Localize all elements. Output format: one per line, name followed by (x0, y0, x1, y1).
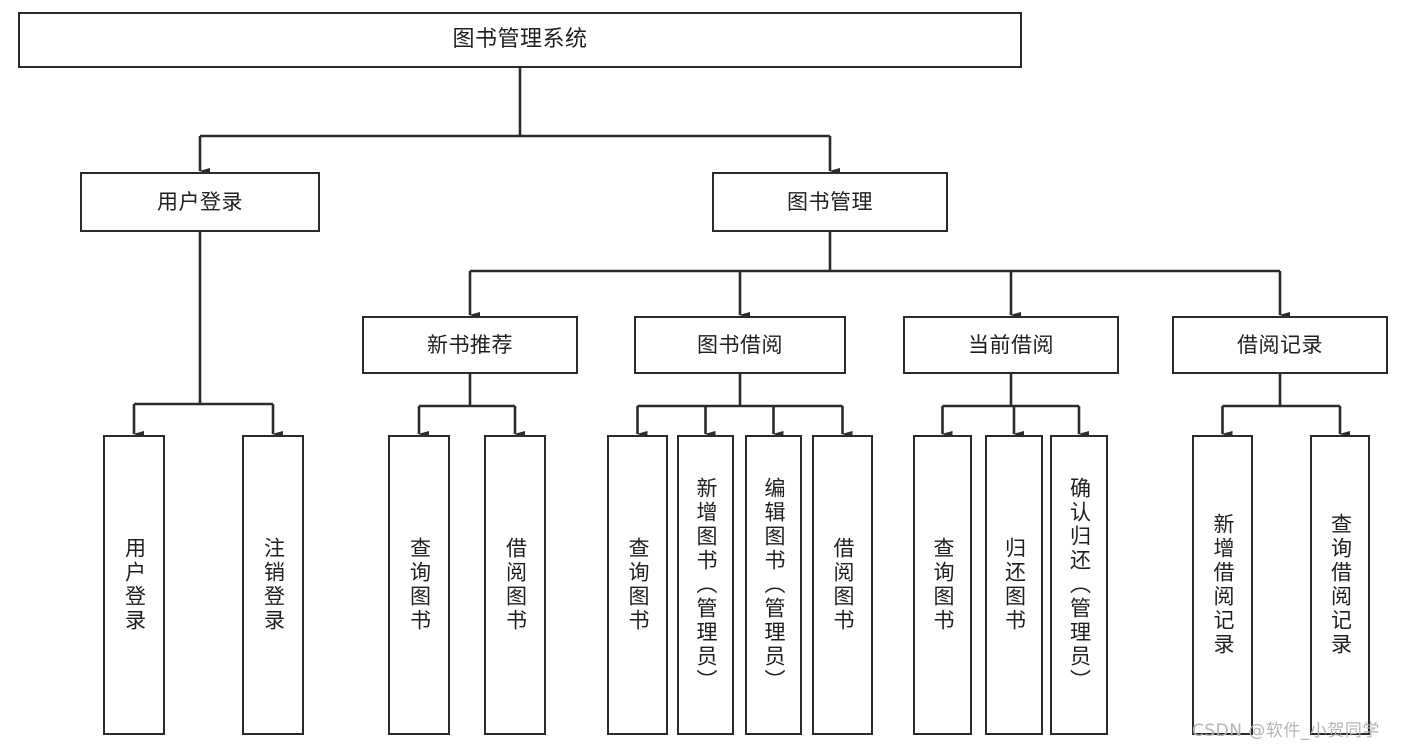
node-label: 新增借阅记录 (1211, 513, 1235, 657)
node-label: 当前借阅 (968, 332, 1054, 357)
node-leaf-query-book-1[interactable]: 查询图书 (388, 435, 450, 735)
node-label: 借阅图书 (503, 537, 528, 633)
node-label: 新增图书（管理员） (694, 477, 718, 693)
node-leaf-add-record[interactable]: 新增借阅记录 (1192, 435, 1253, 735)
watermark-text: CSDN @软件_小贺同学 (1192, 721, 1380, 741)
node-leaf-confirm-return[interactable]: 确认归还（管理员） (1050, 435, 1108, 735)
node-label: 编辑图书（管理员） (762, 477, 786, 693)
node-label: 注销登录 (261, 537, 286, 633)
node-leaf-borrow-book-2[interactable]: 借阅图书 (812, 435, 873, 735)
node-new-book-recommend[interactable]: 新书推荐 (362, 316, 578, 374)
node-leaf-return-book[interactable]: 归还图书 (985, 435, 1043, 735)
node-label: 图书借阅 (697, 332, 783, 357)
node-label: 查询图书 (626, 537, 650, 633)
node-leaf-borrow-book-1[interactable]: 借阅图书 (484, 435, 546, 735)
node-borrow-record[interactable]: 借阅记录 (1172, 316, 1388, 374)
node-leaf-user-login[interactable]: 用户登录 (103, 435, 165, 735)
node-leaf-query-book-3[interactable]: 查询图书 (913, 435, 972, 735)
node-label: 查询图书 (931, 537, 955, 633)
node-current-borrow[interactable]: 当前借阅 (903, 316, 1119, 374)
node-label: 查询图书 (407, 537, 432, 633)
node-label: 借阅记录 (1237, 332, 1323, 357)
node-leaf-query-record[interactable]: 查询借阅记录 (1310, 435, 1370, 735)
node-leaf-add-book[interactable]: 新增图书（管理员） (677, 435, 734, 735)
node-label: 用户登录 (157, 189, 243, 214)
node-label: 用户登录 (122, 537, 147, 633)
node-label: 确认归还（管理员） (1067, 477, 1092, 693)
node-label: 查询借阅记录 (1328, 513, 1353, 657)
node-book-borrow[interactable]: 图书借阅 (634, 316, 846, 374)
node-root[interactable]: 图书管理系统 (18, 12, 1022, 68)
node-label: 图书管理 (787, 189, 873, 214)
node-label: 借阅图书 (831, 537, 855, 633)
node-leaf-query-book-2[interactable]: 查询图书 (607, 435, 668, 735)
node-label: 图书管理系统 (452, 27, 588, 53)
node-leaf-edit-book[interactable]: 编辑图书（管理员） (745, 435, 802, 735)
node-label: 归还图书 (1002, 537, 1027, 633)
connector-lines (132, 68, 1350, 437)
node-leaf-logout[interactable]: 注销登录 (242, 435, 304, 735)
node-user-login[interactable]: 用户登录 (80, 172, 320, 232)
node-book-management[interactable]: 图书管理 (712, 172, 948, 232)
node-label: 新书推荐 (427, 332, 513, 357)
